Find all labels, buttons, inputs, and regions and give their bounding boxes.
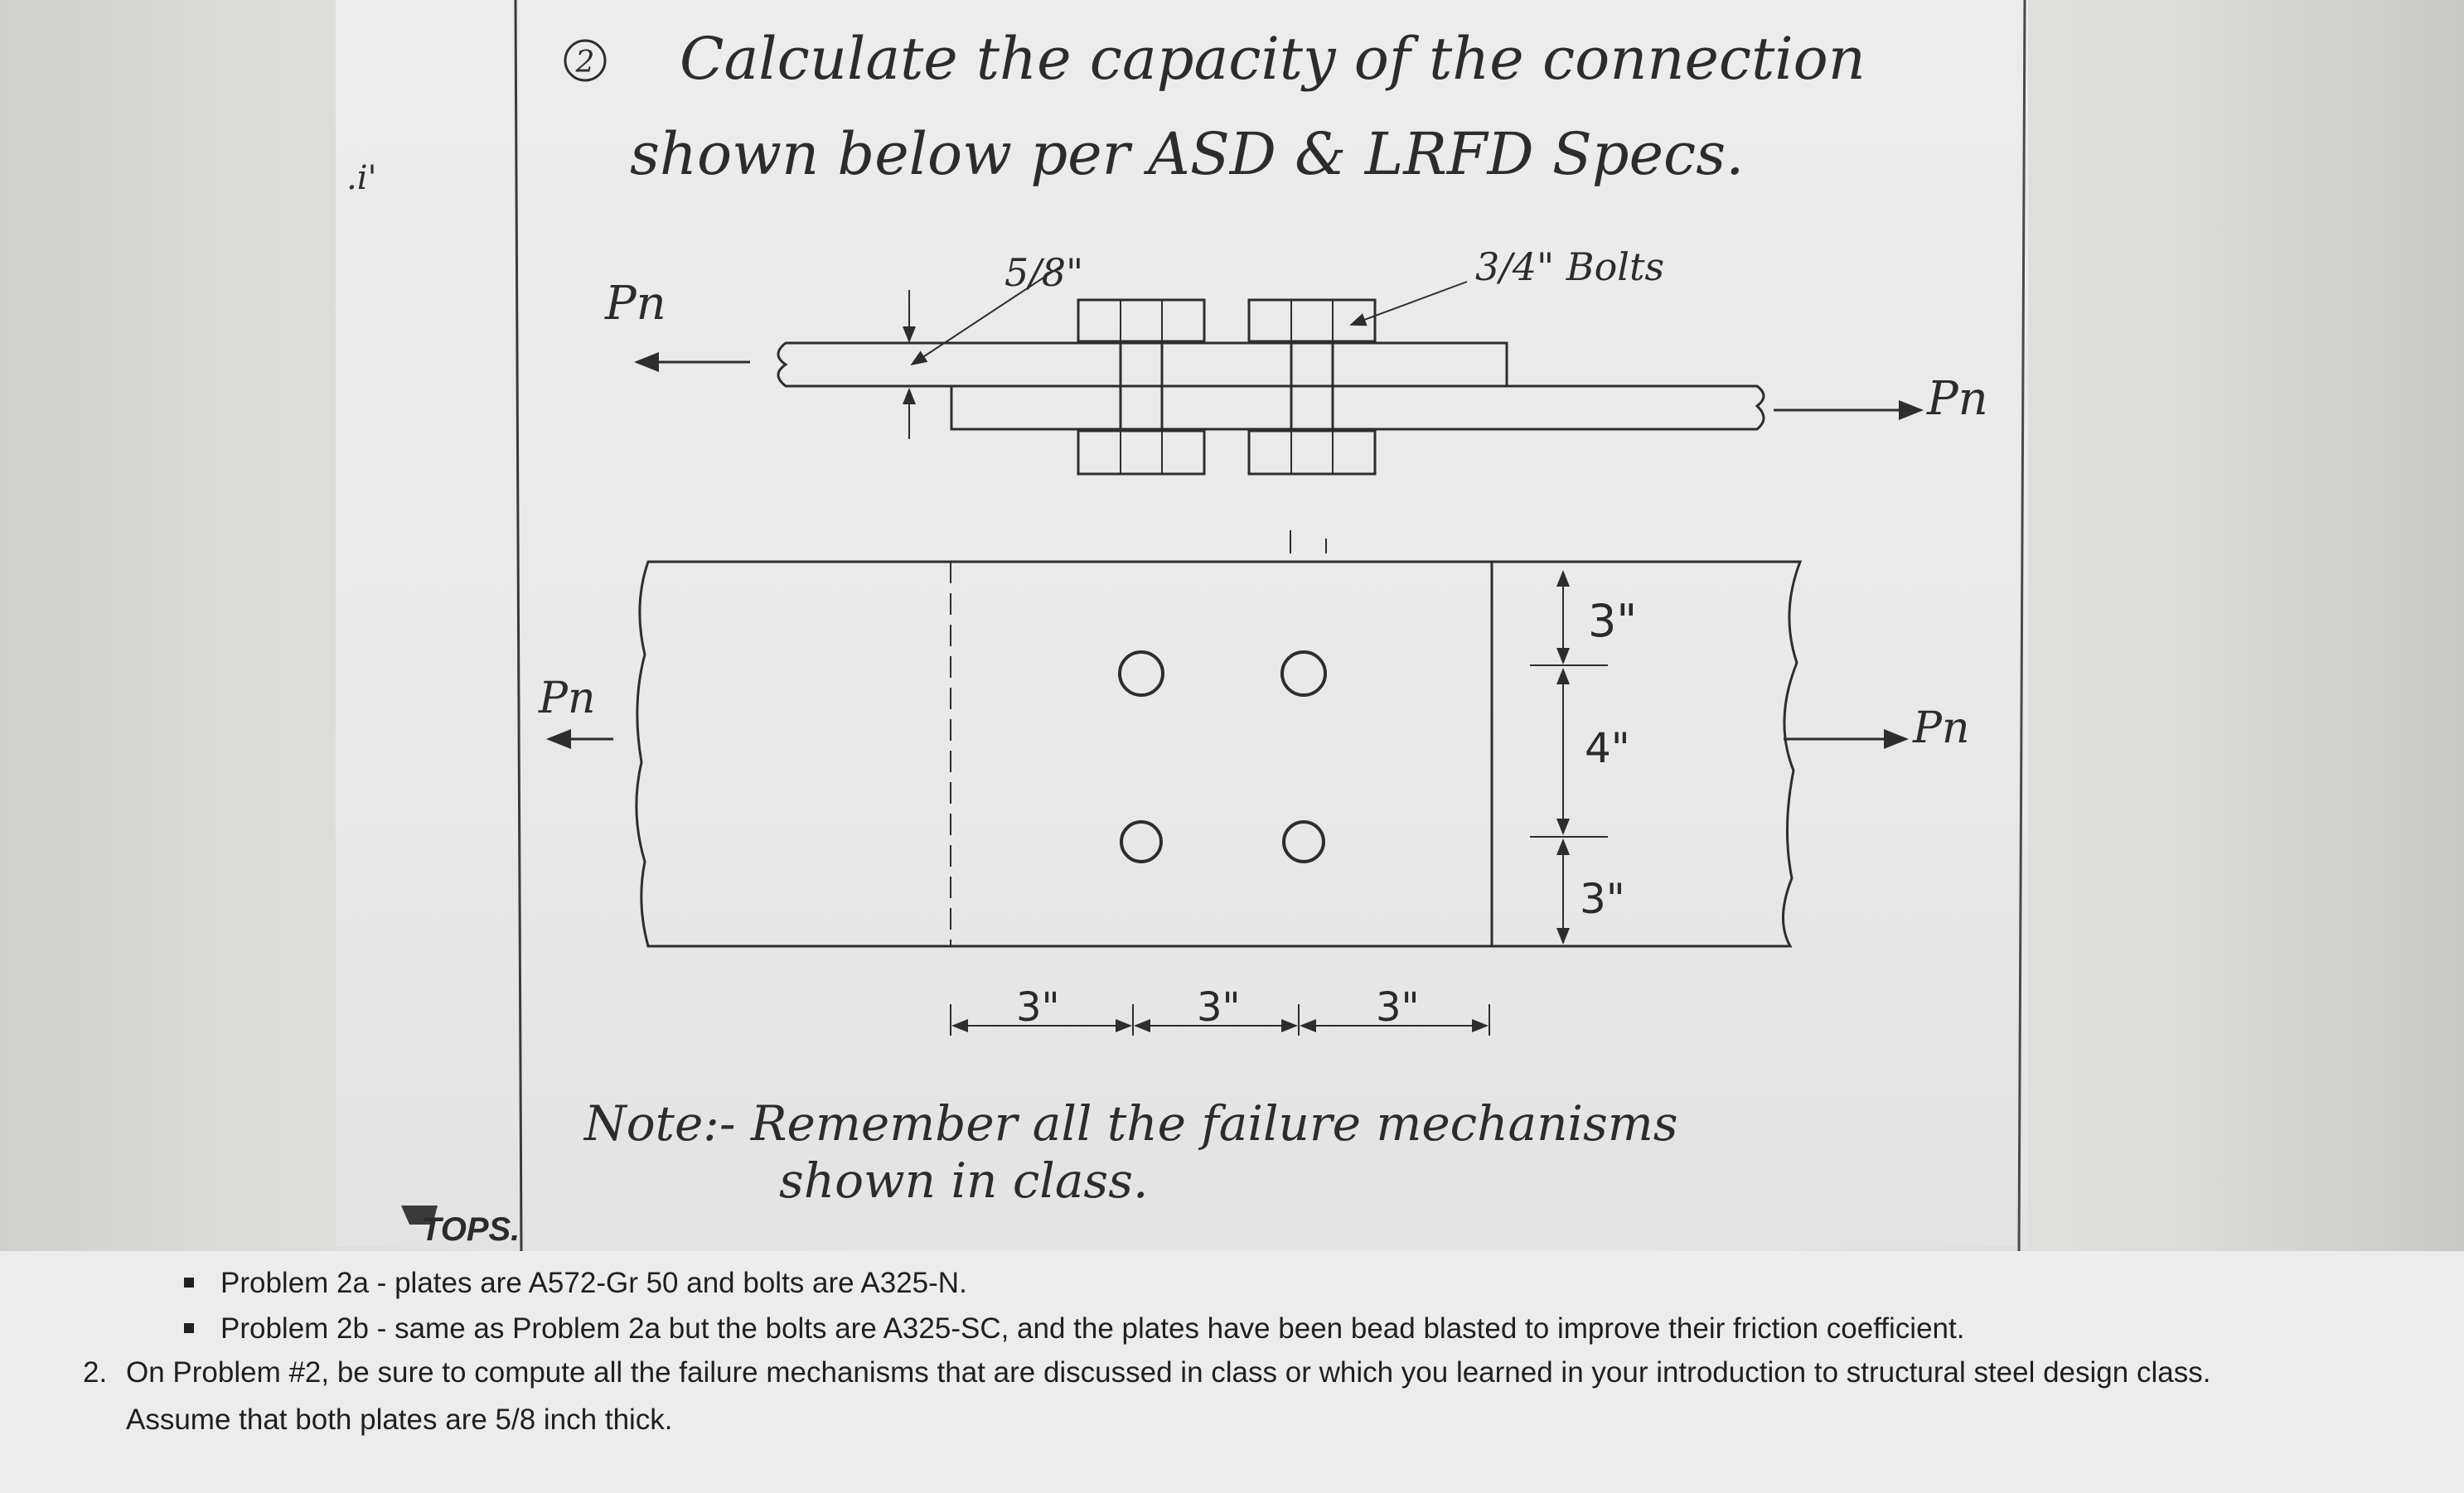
- bolt-side-2: [1247, 298, 1377, 476]
- dim-bottom-2: 3": [1197, 984, 1241, 1031]
- item-text-line-2: Assume that both plates are 5/8 inch thi…: [126, 1404, 673, 1436]
- item-text-line-1: On Problem #2, be sure to compute all th…: [126, 1356, 2211, 1389]
- tops-logo-text: TOPS.: [421, 1211, 520, 1248]
- bolt-side-1: [1077, 298, 1206, 476]
- note-line-2: shown in class.: [779, 1152, 1148, 1209]
- prompt-line-2: shown below per ASD & LRFD Specs.: [630, 120, 1744, 188]
- dim-edge-bottom: 3": [1580, 875, 1625, 923]
- upper-plate: [777, 341, 1508, 388]
- bullet-square-icon: [184, 1323, 194, 1333]
- side-load-left-label: Pn: [604, 277, 666, 331]
- bolt-hole: [1282, 820, 1325, 863]
- bullet-text: Problem 2a - plates are A572-Gr 50 and b…: [220, 1267, 967, 1299]
- instructions-section: Problem 2a - plates are A572-Gr 50 and b…: [0, 1251, 2464, 1493]
- plan-load-left-label: Pn: [538, 674, 595, 723]
- prompt-line-1: Calculate the capacity of the connection: [680, 25, 1866, 93]
- plan-view: 3" 4" 3" 3" 3" 3" Pn Pn: [538, 530, 1969, 1036]
- bolt-hole: [1120, 820, 1163, 863]
- side-load-right-label: Pn: [1926, 372, 1988, 426]
- bolt-hole: [1118, 650, 1164, 697]
- item-number: 2.: [83, 1356, 108, 1389]
- plate-thickness-label: 5/8": [1004, 250, 1083, 295]
- plan-load-right-label: Pn: [1912, 703, 1969, 753]
- stray-mark: .i': [346, 159, 377, 197]
- plate-plan-outline: [635, 560, 1803, 948]
- dim-edge-top: 3": [1588, 595, 1637, 647]
- dim-gage: 4": [1585, 724, 1630, 772]
- tops-logo: TOPS.: [401, 1206, 520, 1248]
- dim-bottom-3: 3": [1376, 984, 1420, 1031]
- paper-left-edge: [514, 0, 523, 1251]
- bullet-square-icon: [184, 1278, 194, 1288]
- side-view: 5/8" 3/4" Bolts Pn Pn: [604, 244, 1988, 476]
- worksheet-drawing: 2 Calculate the capacity of the connecti…: [346, 0, 2026, 1251]
- note-line-1: Note:- Remember all the failure mechanis…: [583, 1095, 1678, 1152]
- photo-region: 2 Calculate the capacity of the connecti…: [0, 0, 2464, 1251]
- problem-number: 2: [575, 46, 595, 80]
- lower-plate: [950, 384, 1765, 431]
- tops-logo-mark: [401, 1206, 438, 1225]
- dim-bottom-1: 3": [1016, 984, 1060, 1031]
- bolts-label: 3/4" Bolts: [1475, 244, 1664, 289]
- bullet-text: Problem 2b - same as Problem 2a but the …: [220, 1312, 1965, 1345]
- bolt-hole: [1280, 650, 1327, 697]
- problem-number-circle: [564, 39, 607, 82]
- paper-right-edge: [2017, 0, 2026, 1251]
- worksheet-paper: [336, 0, 2028, 1247]
